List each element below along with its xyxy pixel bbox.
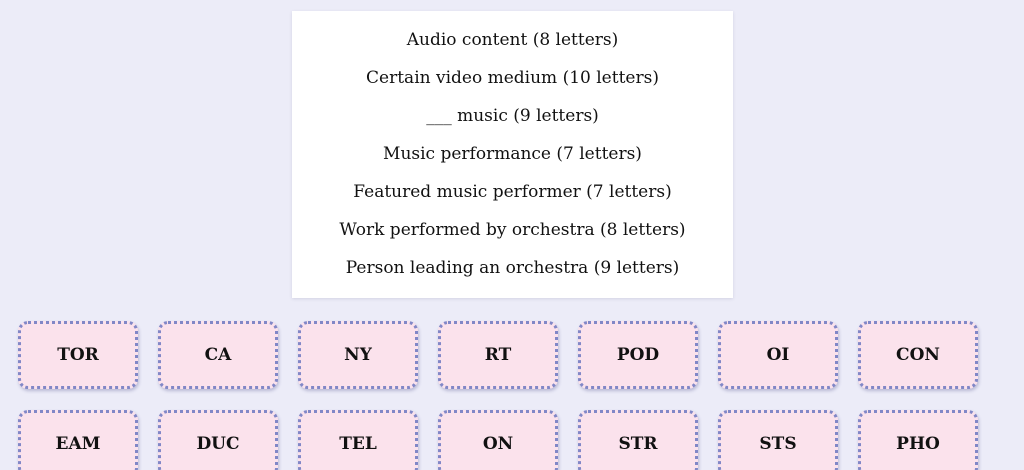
tile-con[interactable]: CON [858,321,978,389]
tile-pho[interactable]: PHO [858,410,978,470]
tile-row-1: TOR CA NY RT POD OI CON [18,321,978,389]
clue-video-medium: Certain video medium (10 letters) [366,68,659,88]
tile-pod[interactable]: POD [578,321,698,389]
tile-tor[interactable]: TOR [18,321,138,389]
clue-card: Audio content (8 letters) Certain video … [292,11,733,298]
tile-ca[interactable]: CA [158,321,278,389]
clue-orchestra-leader: Person leading an orchestra (9 letters) [345,258,680,278]
clue-blank-music: ___ music (9 letters) [426,106,599,126]
clue-orchestra-work: Work performed by orchestra (8 letters) [339,220,686,240]
tile-sts[interactable]: STS [718,410,838,470]
tile-tel[interactable]: TEL [298,410,418,470]
tile-oi[interactable]: OI [718,321,838,389]
tile-ny[interactable]: NY [298,321,418,389]
clue-featured-performer: Featured music performer (7 letters) [353,182,672,202]
tile-row-2: EAM DUC TEL ON STR STS PHO [18,410,978,470]
tile-grid: TOR CA NY RT POD OI CON EAM DUC TEL ON S… [18,321,978,470]
tile-on[interactable]: ON [438,410,558,470]
tile-rt[interactable]: RT [438,321,558,389]
clue-music-performance: Music performance (7 letters) [383,144,642,164]
tile-duc[interactable]: DUC [158,410,278,470]
tile-str[interactable]: STR [578,410,698,470]
tile-eam[interactable]: EAM [18,410,138,470]
clue-audio-content: Audio content (8 letters) [406,30,619,50]
